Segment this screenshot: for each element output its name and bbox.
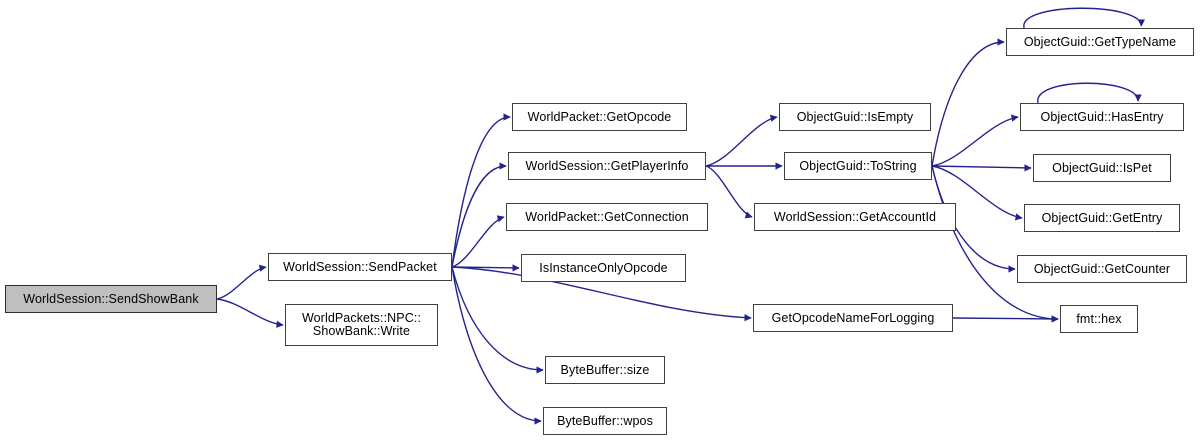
graph-node-isinstanceonly[interactable]: IsInstanceOnlyOpcode [521,254,686,282]
edge-sendshowbank-to-sendpacket [216,264,267,300]
edge-sendpacket-to-bytebufferwpos [451,266,542,425]
edge-sendpacket-to-isinstanceonly [451,264,520,272]
graph-node-ispet[interactable]: ObjectGuid::IsPet [1033,154,1171,182]
edge-tostring-to-fmthex [931,165,1059,323]
graph-node-fmthex[interactable]: fmt::hex [1060,305,1138,333]
edge-hasentry-to-hasentry [1037,82,1142,104]
graph-node-hasentry[interactable]: ObjectGuid::HasEntry [1020,103,1184,131]
edge-sendpacket-to-getconnection [451,215,505,268]
graph-node-isempty[interactable]: ObjectGuid::IsEmpty [779,103,931,131]
graph-node-getaccountid[interactable]: WorldSession::GetAccountId [754,203,956,231]
edge-tostring-to-gettypename [931,38,1005,167]
edge-getplayerinfo-to-isempty [705,114,778,167]
graph-node-getcounter[interactable]: ObjectGuid::GetCounter [1017,255,1187,283]
edge-getplayerinfo-to-getaccountid [705,165,753,219]
edge-sendpacket-to-getopcode [451,113,511,268]
graph-node-getplayerinfo[interactable]: WorldSession::GetPlayerInfo [508,152,706,180]
edge-gettypename-to-gettypename [1023,7,1145,29]
edge-getopcodenamelog-to-fmthex [952,315,1059,323]
graph-node-sendshowbank[interactable]: WorldSession::SendShowBank [5,285,217,313]
edge-sendpacket-to-bytebuffersize [451,266,544,374]
graph-node-bytebuffersize[interactable]: ByteBuffer::size [545,356,665,384]
graph-node-getopcode[interactable]: WorldPacket::GetOpcode [512,103,687,131]
edge-tostring-to-ispet [931,164,1032,172]
graph-node-showbankwrite[interactable]: WorldPackets::NPC:: ShowBank::Write [285,304,438,346]
graph-node-getconnection[interactable]: WorldPacket::GetConnection [506,203,708,231]
graph-node-getopcodenamelog[interactable]: GetOpcodeNameForLogging [753,304,953,332]
edge-sendpacket-to-getplayerinfo [451,162,507,268]
edge-sendshowbank-to-showbankwrite [216,298,284,328]
graph-node-bytebufferwpos[interactable]: ByteBuffer::wpos [543,407,667,435]
edge-tostring-to-hasentry [931,114,1019,167]
graph-node-tostring[interactable]: ObjectGuid::ToString [784,152,932,180]
graph-node-getentry[interactable]: ObjectGuid::GetEntry [1024,204,1180,232]
graph-node-gettypename[interactable]: ObjectGuid::GetTypeName [1006,28,1194,56]
graph-node-sendpacket[interactable]: WorldSession::SendPacket [268,253,452,281]
